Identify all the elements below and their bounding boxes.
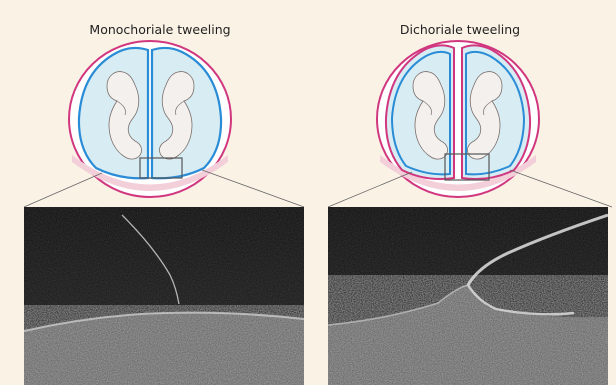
- zoom-line-left: [24, 173, 102, 207]
- dichorionic-diagram: [328, 41, 612, 207]
- ultrasound-dichorionic: [328, 207, 608, 385]
- ultrasound-monochorionic: [24, 207, 304, 385]
- zoom-line-right: [510, 170, 612, 207]
- monochorionic-diagram: [24, 41, 304, 207]
- zoom-line-right: [202, 170, 304, 207]
- zoom-line-left: [328, 172, 412, 207]
